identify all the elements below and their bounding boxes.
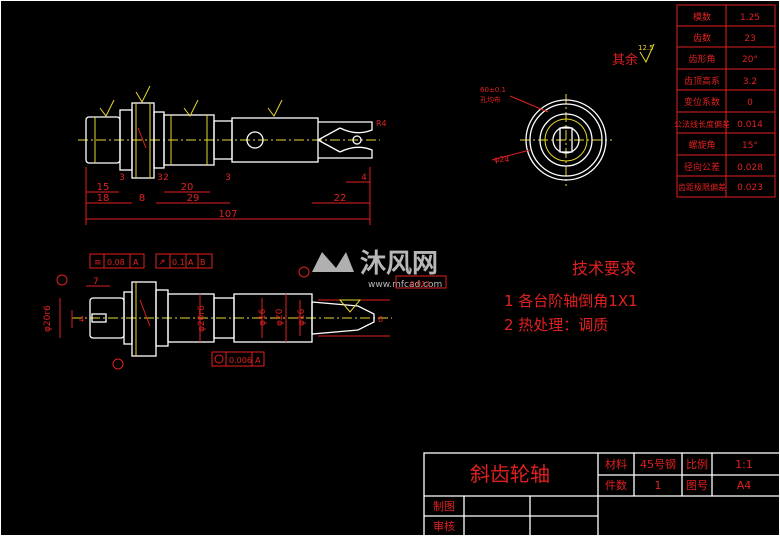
param-label: 齿数	[693, 32, 711, 44]
param-value: 3.2	[743, 77, 757, 87]
technical-requirements: 技术要求 1 各台阶轴倒角1X1 2 热处理：调质	[504, 259, 638, 334]
dim-text: 4	[361, 173, 367, 183]
material-value: 45号钢	[640, 458, 676, 471]
tolerance-symbol: ↗	[158, 258, 166, 268]
qty-value: 1	[655, 479, 662, 492]
tolerance-datum: B	[200, 258, 206, 267]
dim-text: 3	[225, 173, 231, 183]
param-value: 0	[747, 98, 753, 108]
param-value: 23	[744, 34, 755, 44]
scale-value: 1:1	[735, 458, 753, 471]
param-label: 径向公差	[684, 161, 720, 173]
dim-text: φ20r6	[43, 305, 53, 332]
drawing-no-label: 图号	[686, 479, 708, 492]
watermark-brand: 沐风网	[360, 249, 438, 279]
param-value: 0.023	[737, 183, 763, 193]
drawing-no-value: A4	[737, 479, 752, 492]
qty-label: 件数	[605, 479, 627, 492]
dim-text: 7	[93, 277, 99, 287]
section-dimensions: φ20r6 4 7 φ20r6 φ16 φ20 φ16 6 ≡ 0.08 A ↗…	[43, 253, 447, 370]
watermark: 沐风网 www.mfcad.com	[312, 249, 442, 290]
param-value: 15°	[742, 141, 758, 151]
dim-text: φ20	[275, 308, 285, 326]
roughness-symbol-icon	[338, 299, 362, 313]
dim-text: 18	[97, 193, 110, 204]
parameter-table: 模数 1.25 齿数 23 齿形角 20° 齿顶高系 3.2 变位系数 0 公法…	[674, 4, 776, 198]
dim-text: 15	[97, 182, 110, 193]
scale-label: 比例	[686, 457, 708, 471]
top-dimensions: 15 18 8 29 20 3 3 3 2 22 4 107 R4	[85, 119, 387, 225]
end-view: 60±0.1 孔均布 φ24	[480, 86, 612, 186]
param-value: 1.25	[740, 13, 760, 23]
roughness-symbol-icon	[639, 43, 655, 64]
dim-text: 2	[163, 173, 169, 183]
tech-line-1: 1 各台阶轴倒角1X1	[504, 292, 638, 310]
title-block: 斜齿轮轴 材料 45号钢 比例 1:1 件数 1 图号 A4 制图 审核	[423, 452, 780, 536]
section-label: 60±0.1	[480, 86, 506, 94]
section-dim: φ24	[494, 155, 509, 164]
tolerance-value: 0.1	[172, 258, 185, 267]
dim-text: 4	[79, 315, 84, 324]
checked-label: 审核	[433, 519, 455, 533]
param-label: 齿距极限偏差	[678, 182, 726, 192]
dim-text: 22	[334, 193, 347, 204]
part-name: 斜齿轮轴	[470, 462, 550, 486]
param-value: 0.014	[737, 120, 763, 130]
param-label: 模数	[693, 11, 711, 23]
dim-text: 20	[181, 182, 194, 193]
dim-text: φ16	[297, 308, 307, 326]
tech-title: 技术要求	[572, 259, 636, 278]
param-value: 0.028	[737, 163, 763, 173]
tolerance-value: 0.012	[410, 280, 430, 288]
dim-text: 3	[157, 173, 163, 183]
param-label: 齿形角	[688, 53, 715, 65]
param-label: 齿顶高系	[684, 75, 720, 87]
dim-text: φ20r6	[197, 305, 207, 332]
roughness-rest: 其余 12.5	[612, 43, 655, 68]
watermark-logo-icon	[312, 252, 354, 272]
dim-text: φ16	[258, 308, 268, 326]
dim-text: 107	[218, 209, 237, 220]
material-label: 材料	[605, 457, 627, 471]
param-label: 公法线长度偏差	[674, 119, 730, 129]
param-label: 螺旋角	[688, 139, 715, 151]
tolerance-symbol: ≡	[94, 258, 102, 268]
tolerance-value: 0.006	[229, 356, 252, 365]
dim-text: 3	[119, 173, 125, 183]
shaft-front-view	[78, 85, 380, 179]
dim-text: 29	[187, 193, 200, 204]
tolerance-value: 0.08	[107, 258, 125, 267]
tolerance-datum: A	[188, 258, 194, 267]
shaft-section-view	[72, 281, 392, 357]
dim-text: 6	[378, 315, 383, 324]
param-value: 20°	[742, 55, 758, 65]
tolerance-datum: A	[255, 356, 261, 365]
tolerance-datum: A	[133, 258, 139, 267]
param-label: 变位系数	[684, 96, 720, 108]
dim-text: 8	[139, 193, 145, 204]
watermark-url: www.mfcad.com	[368, 280, 442, 290]
roughness-rest-label: 其余	[612, 52, 638, 68]
dim-text: R4	[376, 119, 387, 128]
roughness-rest-value: 12.5	[638, 44, 654, 52]
tech-line-2: 2 热处理：调质	[504, 316, 608, 334]
drawn-label: 制图	[433, 500, 455, 513]
section-label: 孔均布	[480, 95, 501, 104]
